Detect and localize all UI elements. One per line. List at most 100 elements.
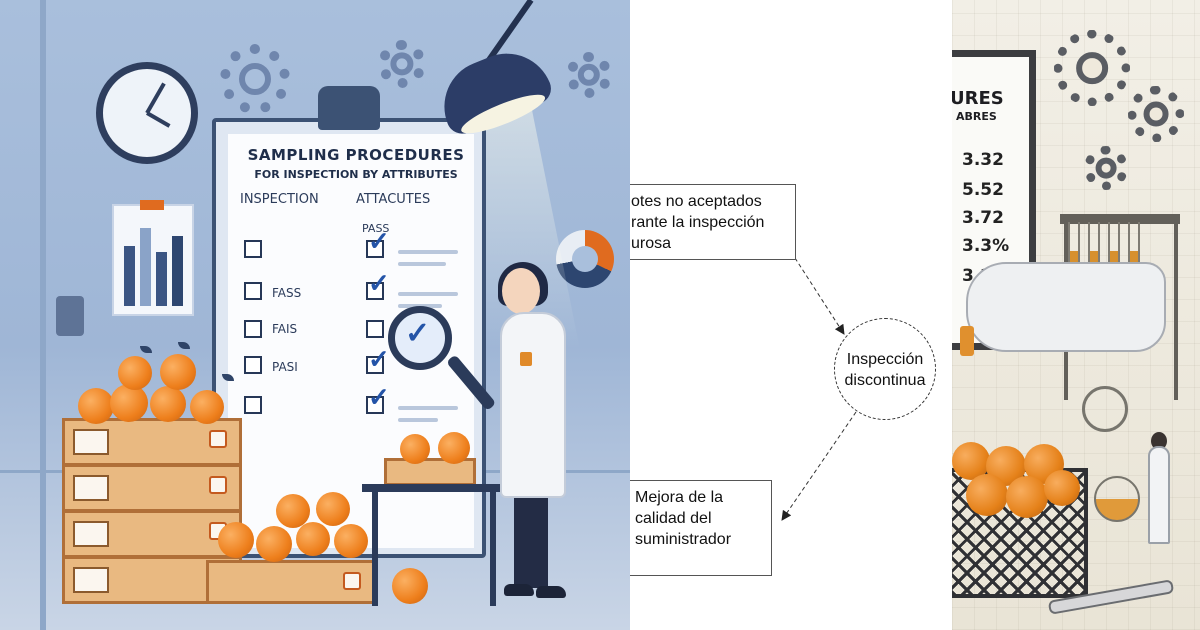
inspector-legs	[514, 496, 548, 588]
test-tube-rack	[1060, 214, 1180, 224]
circle-discontinued-inspection: Inspección discontinua	[834, 318, 936, 420]
orange	[316, 492, 350, 526]
line-placeholder	[398, 418, 438, 422]
sampling-illustration: SAMPLING PROCEDURES FOR INSPECTION BY AT…	[0, 0, 630, 630]
orange	[438, 432, 470, 464]
orange	[160, 354, 196, 390]
board-value-3: 3.72	[962, 208, 1004, 228]
table-leg	[372, 492, 378, 606]
lamp-icon	[430, 39, 556, 139]
box-bottom-line1: Mejora de la	[635, 489, 724, 506]
checklist-title-line1: SAMPLING PROCEDURES	[247, 146, 465, 164]
checklist-title-line2: FOR INSPECTION BY ATTRIBUTES	[254, 168, 458, 181]
box-top-line3: urosa	[631, 235, 672, 252]
badge-icon	[520, 352, 532, 366]
checkbox-pass-4	[366, 356, 384, 374]
shoe	[536, 586, 566, 598]
crate	[62, 464, 242, 512]
checklist-title: SAMPLING PROCEDURES FOR INSPECTION BY AT…	[238, 146, 474, 181]
checkbox-row-2	[244, 282, 262, 300]
line-placeholder	[398, 406, 458, 410]
orange	[78, 388, 114, 424]
crate	[62, 510, 242, 558]
checkbox-row-1	[244, 240, 262, 258]
checkbox-row-4	[244, 356, 262, 374]
crate-front	[206, 560, 376, 604]
orange	[256, 526, 292, 562]
diagram-arrows	[781, 257, 857, 521]
orange	[110, 384, 148, 422]
flask-icon	[1094, 476, 1140, 522]
board-value-4: 3.3%	[962, 236, 1010, 256]
gear-icon	[220, 44, 290, 114]
row-label-3: PASI	[272, 360, 298, 374]
orange	[400, 434, 430, 464]
checkbox-row-3	[244, 320, 262, 338]
leaf-icon	[178, 342, 190, 349]
orange	[334, 524, 368, 558]
arrow-to-inspection	[794, 257, 845, 335]
checkbox-pass-2	[366, 282, 384, 300]
pass-header: PASS	[362, 222, 390, 235]
orange	[296, 522, 330, 556]
checkmark-icon: ✓	[368, 382, 390, 412]
clock-icon	[96, 62, 198, 164]
magnifier-lens	[1082, 386, 1128, 432]
box-bottom-line3: suministrador	[635, 531, 732, 548]
box-top-line1: otes no aceptados	[631, 193, 762, 210]
gear-icon-small	[1084, 146, 1128, 190]
orange	[952, 442, 990, 480]
sample-box	[384, 458, 476, 486]
column-inspection: INSPECTION	[240, 192, 319, 207]
line-placeholder	[398, 250, 458, 254]
wall-pipe	[40, 0, 46, 630]
sample-vial	[960, 326, 974, 356]
inspector-lab-coat	[500, 312, 566, 498]
crate	[62, 418, 242, 466]
orange	[150, 386, 186, 422]
box-bottom-line2: calidad del	[635, 510, 712, 527]
gear-icon-large	[1054, 30, 1130, 106]
row-label-1: FASS	[272, 286, 302, 300]
leaf-icon	[222, 374, 234, 381]
magnifying-glass-icon: ✓	[388, 306, 452, 370]
column-attributes: ATTACUTES	[356, 192, 431, 207]
orange	[966, 474, 1008, 516]
scientist-figure	[1148, 446, 1170, 544]
board-title-1: URES	[952, 88, 1004, 109]
board-value-2: 5.52	[962, 180, 1004, 200]
arrow-to-improvement	[781, 411, 857, 521]
board-value-1: 3.32	[962, 150, 1004, 170]
checkbox-pass-3	[366, 320, 384, 338]
checkbox-pass-5	[366, 396, 384, 414]
box-supplier-improvement: Mejora de la calidad del suministrador	[630, 480, 772, 576]
orange	[1006, 476, 1048, 518]
orange	[218, 522, 254, 558]
checkbox-pass-1	[366, 240, 384, 258]
circle-line2: discontinua	[844, 372, 926, 389]
table-leg	[490, 492, 496, 606]
row-label-2: FAIS	[272, 322, 298, 336]
leaf-icon	[140, 346, 152, 353]
circle-line1: Inspección	[846, 351, 924, 368]
inspector-head	[502, 268, 540, 314]
gear-icon-small	[378, 40, 426, 88]
orange	[118, 356, 152, 390]
orange	[1044, 470, 1080, 506]
orange	[190, 390, 224, 424]
box-rejected-lots: otes no aceptados rante la inspección ur…	[630, 184, 796, 260]
checkmark-icon: ✓	[368, 226, 390, 256]
shoe	[504, 584, 534, 596]
scientist-head	[1151, 432, 1167, 450]
work-table	[362, 484, 502, 492]
gear-icon-corner	[566, 52, 612, 98]
rack-leg	[1174, 224, 1178, 400]
line-placeholder	[398, 262, 446, 266]
pipe-valve	[56, 296, 84, 336]
checkmark-icon: ✓	[368, 344, 390, 374]
checkmark-icon: ✓	[368, 268, 390, 298]
flow-diagram: otes no aceptados rante la inspección ur…	[630, 0, 952, 630]
orange	[276, 494, 310, 528]
orange	[392, 568, 428, 604]
box-top-line2: rante la inspección	[631, 214, 765, 231]
